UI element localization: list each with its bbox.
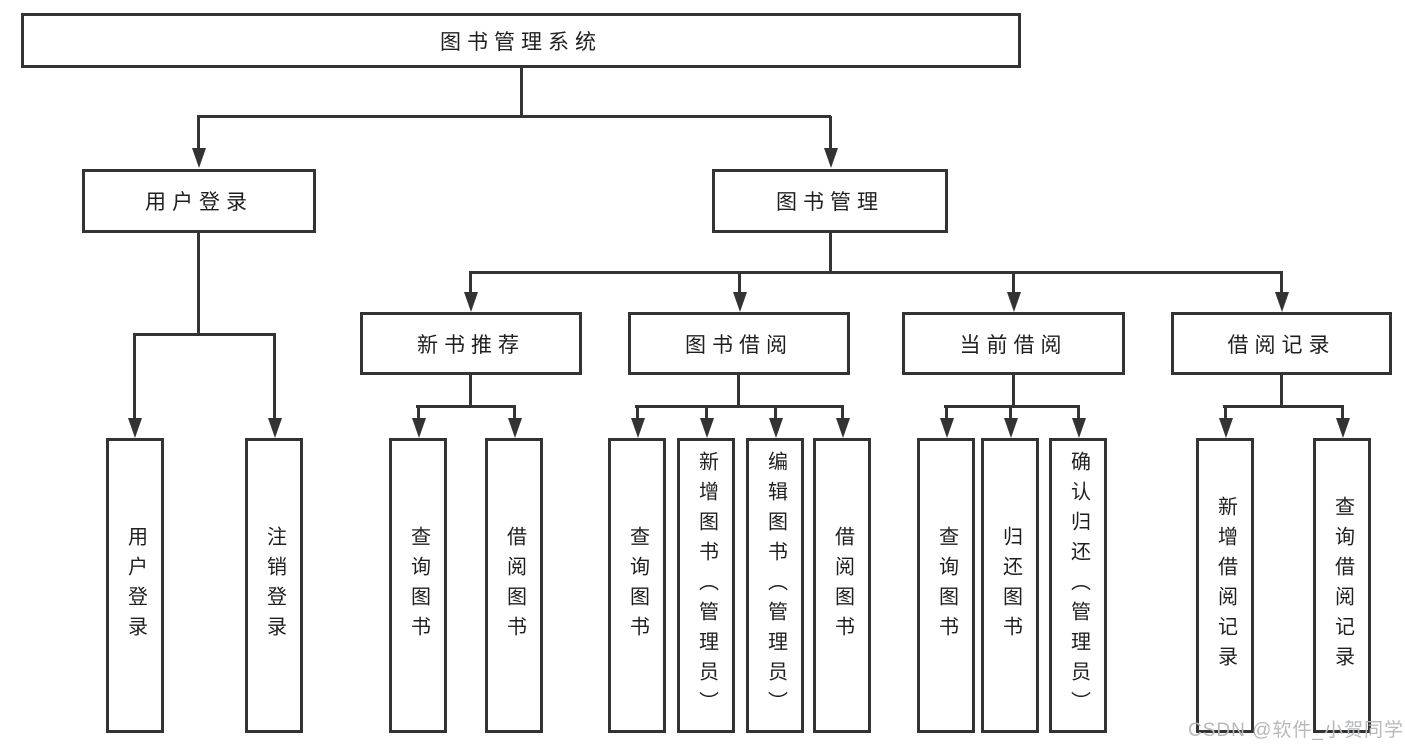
node-current-borrow: 当前借阅 bbox=[902, 312, 1125, 375]
arrow-down-icon bbox=[705, 406, 708, 418]
leaf-user-login: 用户登录 bbox=[106, 438, 164, 733]
node-root-label: 图书管理系统 bbox=[440, 30, 602, 54]
node-borrow-records-label: 借阅记录 bbox=[1227, 333, 1336, 357]
leaf-query-books-borrow-label: 查询图书 bbox=[626, 525, 649, 646]
node-new-book-recommend: 新书推荐 bbox=[360, 312, 582, 375]
node-user-login-label: 用户登录 bbox=[145, 191, 253, 214]
watermark: CSDN @软件_小贺同学 bbox=[1188, 720, 1404, 741]
leaf-borrow-books-recommend: 借阅图书 bbox=[485, 438, 543, 733]
leaf-borrow-books: 借阅图书 bbox=[813, 438, 871, 733]
connector-line bbox=[737, 374, 740, 406]
arrow-down-icon bbox=[133, 334, 136, 418]
connector-line bbox=[520, 66, 523, 117]
arrow-down-icon bbox=[469, 272, 472, 292]
arrow-down-icon bbox=[1012, 272, 1015, 292]
leaf-query-books-current: 查询图书 bbox=[917, 438, 975, 733]
arrow-down-icon bbox=[829, 116, 832, 148]
connector-line bbox=[416, 405, 516, 408]
node-user-login: 用户登录 bbox=[82, 169, 316, 233]
node-new-book-recommend-label: 新书推荐 bbox=[417, 333, 525, 357]
leaf-add-book-admin-label: 新增图书（管理员） bbox=[695, 450, 718, 721]
leaf-query-borrow-record: 查询借阅记录 bbox=[1313, 438, 1371, 733]
arrow-down-icon bbox=[197, 116, 200, 148]
arrow-down-icon bbox=[774, 406, 777, 418]
node-book-management: 图书管理 bbox=[712, 169, 948, 233]
arrow-down-icon bbox=[738, 272, 741, 292]
leaf-query-borrow-record-label: 查询借阅记录 bbox=[1331, 495, 1354, 676]
arrow-down-icon bbox=[1341, 406, 1344, 418]
leaf-confirm-return-admin-label: 确认归还（管理员） bbox=[1067, 450, 1090, 721]
node-current-borrow-label: 当前借阅 bbox=[959, 333, 1068, 357]
connector-line bbox=[944, 405, 1080, 408]
node-book-management-label: 图书管理 bbox=[776, 191, 884, 214]
connector-line bbox=[829, 232, 832, 274]
leaf-edit-book-admin-label: 编辑图书（管理员） bbox=[764, 450, 787, 721]
leaf-return-book-label: 归还图书 bbox=[999, 525, 1022, 646]
connector-line bbox=[635, 405, 844, 408]
leaf-logout-label: 注销登录 bbox=[263, 525, 286, 646]
arrow-down-icon bbox=[1224, 406, 1227, 418]
connector-line bbox=[197, 232, 200, 335]
leaf-query-books-recommend-label: 查询图书 bbox=[407, 525, 430, 646]
arrow-down-icon bbox=[1077, 406, 1080, 418]
node-book-borrow: 图书借阅 bbox=[628, 312, 850, 375]
connector-line bbox=[197, 115, 831, 118]
leaf-query-books-borrow: 查询图书 bbox=[608, 438, 666, 733]
node-root: 图书管理系统 bbox=[21, 13, 1021, 68]
arrow-down-icon bbox=[636, 406, 639, 418]
connector-line bbox=[469, 271, 1283, 274]
leaf-borrow-books-recommend-label: 借阅图书 bbox=[503, 525, 526, 646]
leaf-borrow-books-label: 借阅图书 bbox=[831, 525, 854, 646]
leaf-add-borrow-record: 新增借阅记录 bbox=[1196, 438, 1254, 733]
arrow-down-icon bbox=[1280, 272, 1283, 292]
connector-line bbox=[1223, 405, 1344, 408]
leaf-add-borrow-record-label: 新增借阅记录 bbox=[1214, 495, 1237, 676]
leaf-add-book-admin: 新增图书（管理员） bbox=[677, 438, 735, 733]
connector-line bbox=[1280, 374, 1283, 406]
arrow-down-icon bbox=[513, 406, 516, 418]
leaf-user-login-label: 用户登录 bbox=[124, 525, 147, 646]
connector-line bbox=[133, 333, 276, 336]
leaf-return-book: 归还图书 bbox=[981, 438, 1039, 733]
arrow-down-icon bbox=[273, 334, 276, 418]
node-book-borrow-label: 图书借阅 bbox=[685, 333, 793, 357]
connector-line bbox=[469, 374, 472, 406]
leaf-logout: 注销登录 bbox=[245, 438, 303, 733]
arrow-down-icon bbox=[945, 406, 948, 418]
node-borrow-records: 借阅记录 bbox=[1171, 312, 1392, 375]
arrow-down-icon bbox=[1009, 406, 1012, 418]
leaf-query-books-recommend: 查询图书 bbox=[389, 438, 447, 733]
leaf-confirm-return-admin: 确认归还（管理员） bbox=[1049, 438, 1107, 733]
arrow-down-icon bbox=[417, 406, 420, 418]
arrow-down-icon bbox=[841, 406, 844, 418]
leaf-query-books-current-label: 查询图书 bbox=[935, 525, 958, 646]
connector-line bbox=[1012, 374, 1015, 406]
leaf-edit-book-admin: 编辑图书（管理员） bbox=[746, 438, 804, 733]
